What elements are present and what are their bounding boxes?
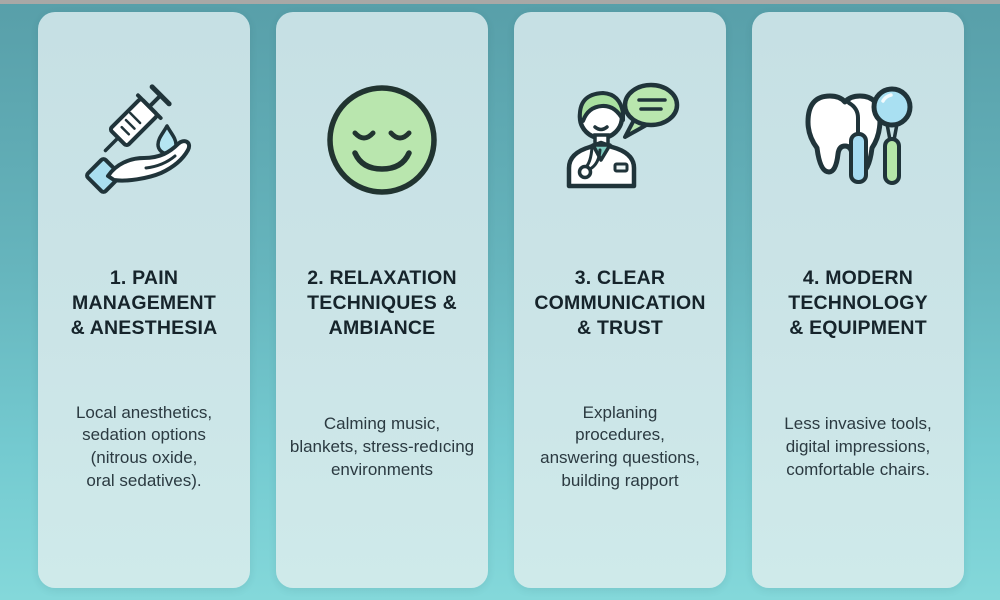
syringe-hand-icon (78, 12, 210, 240)
description-line: (nitrous oxide, (90, 448, 198, 468)
card-title: 3. CLEAR COMMUNICATION & TRUST (534, 266, 705, 341)
card-title: 1. PAIN MANAGEMENT & ANESTHESIA (71, 266, 218, 341)
top-border-strip (0, 0, 1000, 4)
title-line: AMBIANCE (328, 316, 436, 339)
title-line: 2. RELAXATION (307, 267, 457, 289)
title-line: & TRUST (577, 316, 663, 339)
title-line: 4. MODERN (802, 267, 914, 289)
card-relaxation: 2. RELAXATION TECHNIQUES & AMBIANCE Calm… (276, 12, 488, 588)
card-description: Explaning procedures, answering question… (534, 341, 706, 588)
description-line: procedures, (575, 425, 665, 445)
description-line: building rapport (561, 471, 679, 491)
description-line: comfortable chairs. (786, 459, 930, 479)
card-communication: 3. CLEAR COMMUNICATION & TRUST Explaning… (514, 12, 726, 588)
title-line: & EQUIPMENT (789, 316, 927, 339)
description-line: sedation options (82, 425, 206, 445)
title-line: MANAGEMENT (72, 291, 216, 314)
card-title: 2. RELAXATION TECHNIQUES & AMBIANCE (307, 266, 457, 341)
description-line: digital impressions, (785, 436, 931, 456)
infographic-board: 1. PAIN MANAGEMENT & ANESTHESIA Local an… (38, 12, 964, 588)
description-line: Calming music, (323, 414, 441, 434)
dentist-speech-bubble-icon (554, 12, 686, 240)
relaxed-smiley-icon (316, 12, 448, 240)
card-description: Local anesthetics, sedation options (nit… (70, 341, 218, 588)
description-line: Less invasive tools, (784, 414, 932, 434)
title-line: 1. PAIN (109, 267, 179, 289)
description-line: Local anesthetics, (75, 402, 213, 422)
tooth-dental-tools-icon (792, 12, 924, 240)
title-line: COMMUNICATION (534, 291, 706, 314)
description-line: Explaning (582, 402, 658, 422)
description-line: environments (330, 459, 434, 479)
title-line: 3. CLEAR (574, 267, 666, 289)
card-title: 4. MODERN TECHNOLOGY & EQUIPMENT (788, 266, 928, 341)
card-technology: 4. MODERN TECHNOLOGY & EQUIPMENT Less in… (752, 12, 964, 588)
card-description: Less invasive tools, digital impressions… (778, 341, 937, 588)
description-line: blankets, stress-redıcing (289, 436, 475, 456)
card-pain-management: 1. PAIN MANAGEMENT & ANESTHESIA Local an… (38, 12, 250, 588)
description-line: oral sedatives). (86, 471, 202, 491)
description-line: answering questions, (540, 448, 700, 468)
title-line: TECHNIQUES & (307, 291, 457, 314)
title-line: & ANESTHESIA (70, 316, 218, 339)
title-line: TECHNOLOGY (788, 291, 928, 314)
card-description: Calming music, blankets, stress-redıcing… (284, 341, 480, 588)
